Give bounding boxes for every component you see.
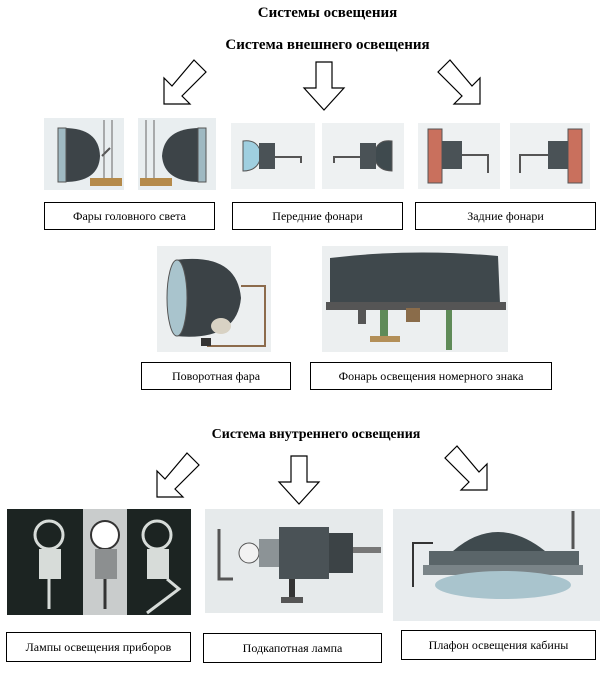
- cornering-light-label: Поворотная фара: [141, 362, 291, 390]
- rear-lights-label: Задние фонари: [415, 202, 596, 230]
- arrow-down-icon: [302, 61, 346, 111]
- arrow-down-icon: [277, 455, 321, 505]
- cabin-light-label: Плафон освещения кабины: [401, 630, 596, 660]
- headlight-left-image: [44, 118, 124, 190]
- headlight-right-image: [138, 118, 216, 190]
- arrow-down-right-icon: [437, 59, 481, 105]
- arrow-down-left-icon: [163, 59, 207, 105]
- plate-light-label: Фонарь освещения номерного знака: [310, 362, 552, 390]
- plate-light-image: [322, 246, 508, 352]
- rear-light-left-image: [418, 123, 500, 189]
- front-lights-label: Передние фонари: [232, 202, 403, 230]
- arrow-down-left-icon: [156, 452, 200, 498]
- cabin-light-image: [393, 509, 600, 621]
- arrow-down-right-icon: [444, 445, 488, 491]
- cornering-light-image: [157, 246, 271, 352]
- front-light-left-image: [231, 123, 315, 189]
- instrument-lamps-label: Лампы освещения приборов: [6, 632, 191, 662]
- front-light-right-image: [322, 123, 404, 189]
- exterior-lighting-title: Система внешнего освещения: [225, 37, 430, 53]
- main-title: Системы освещения: [257, 5, 398, 21]
- hood-lamp-label: Подкапотная лампа: [203, 633, 382, 663]
- instrument-lamps-image: [7, 509, 191, 615]
- rear-light-right-image: [510, 123, 590, 189]
- headlights-label: Фары головного света: [44, 202, 215, 230]
- hood-lamp-image: [205, 509, 383, 613]
- interior-lighting-title: Система внутреннего освещения: [211, 427, 421, 442]
